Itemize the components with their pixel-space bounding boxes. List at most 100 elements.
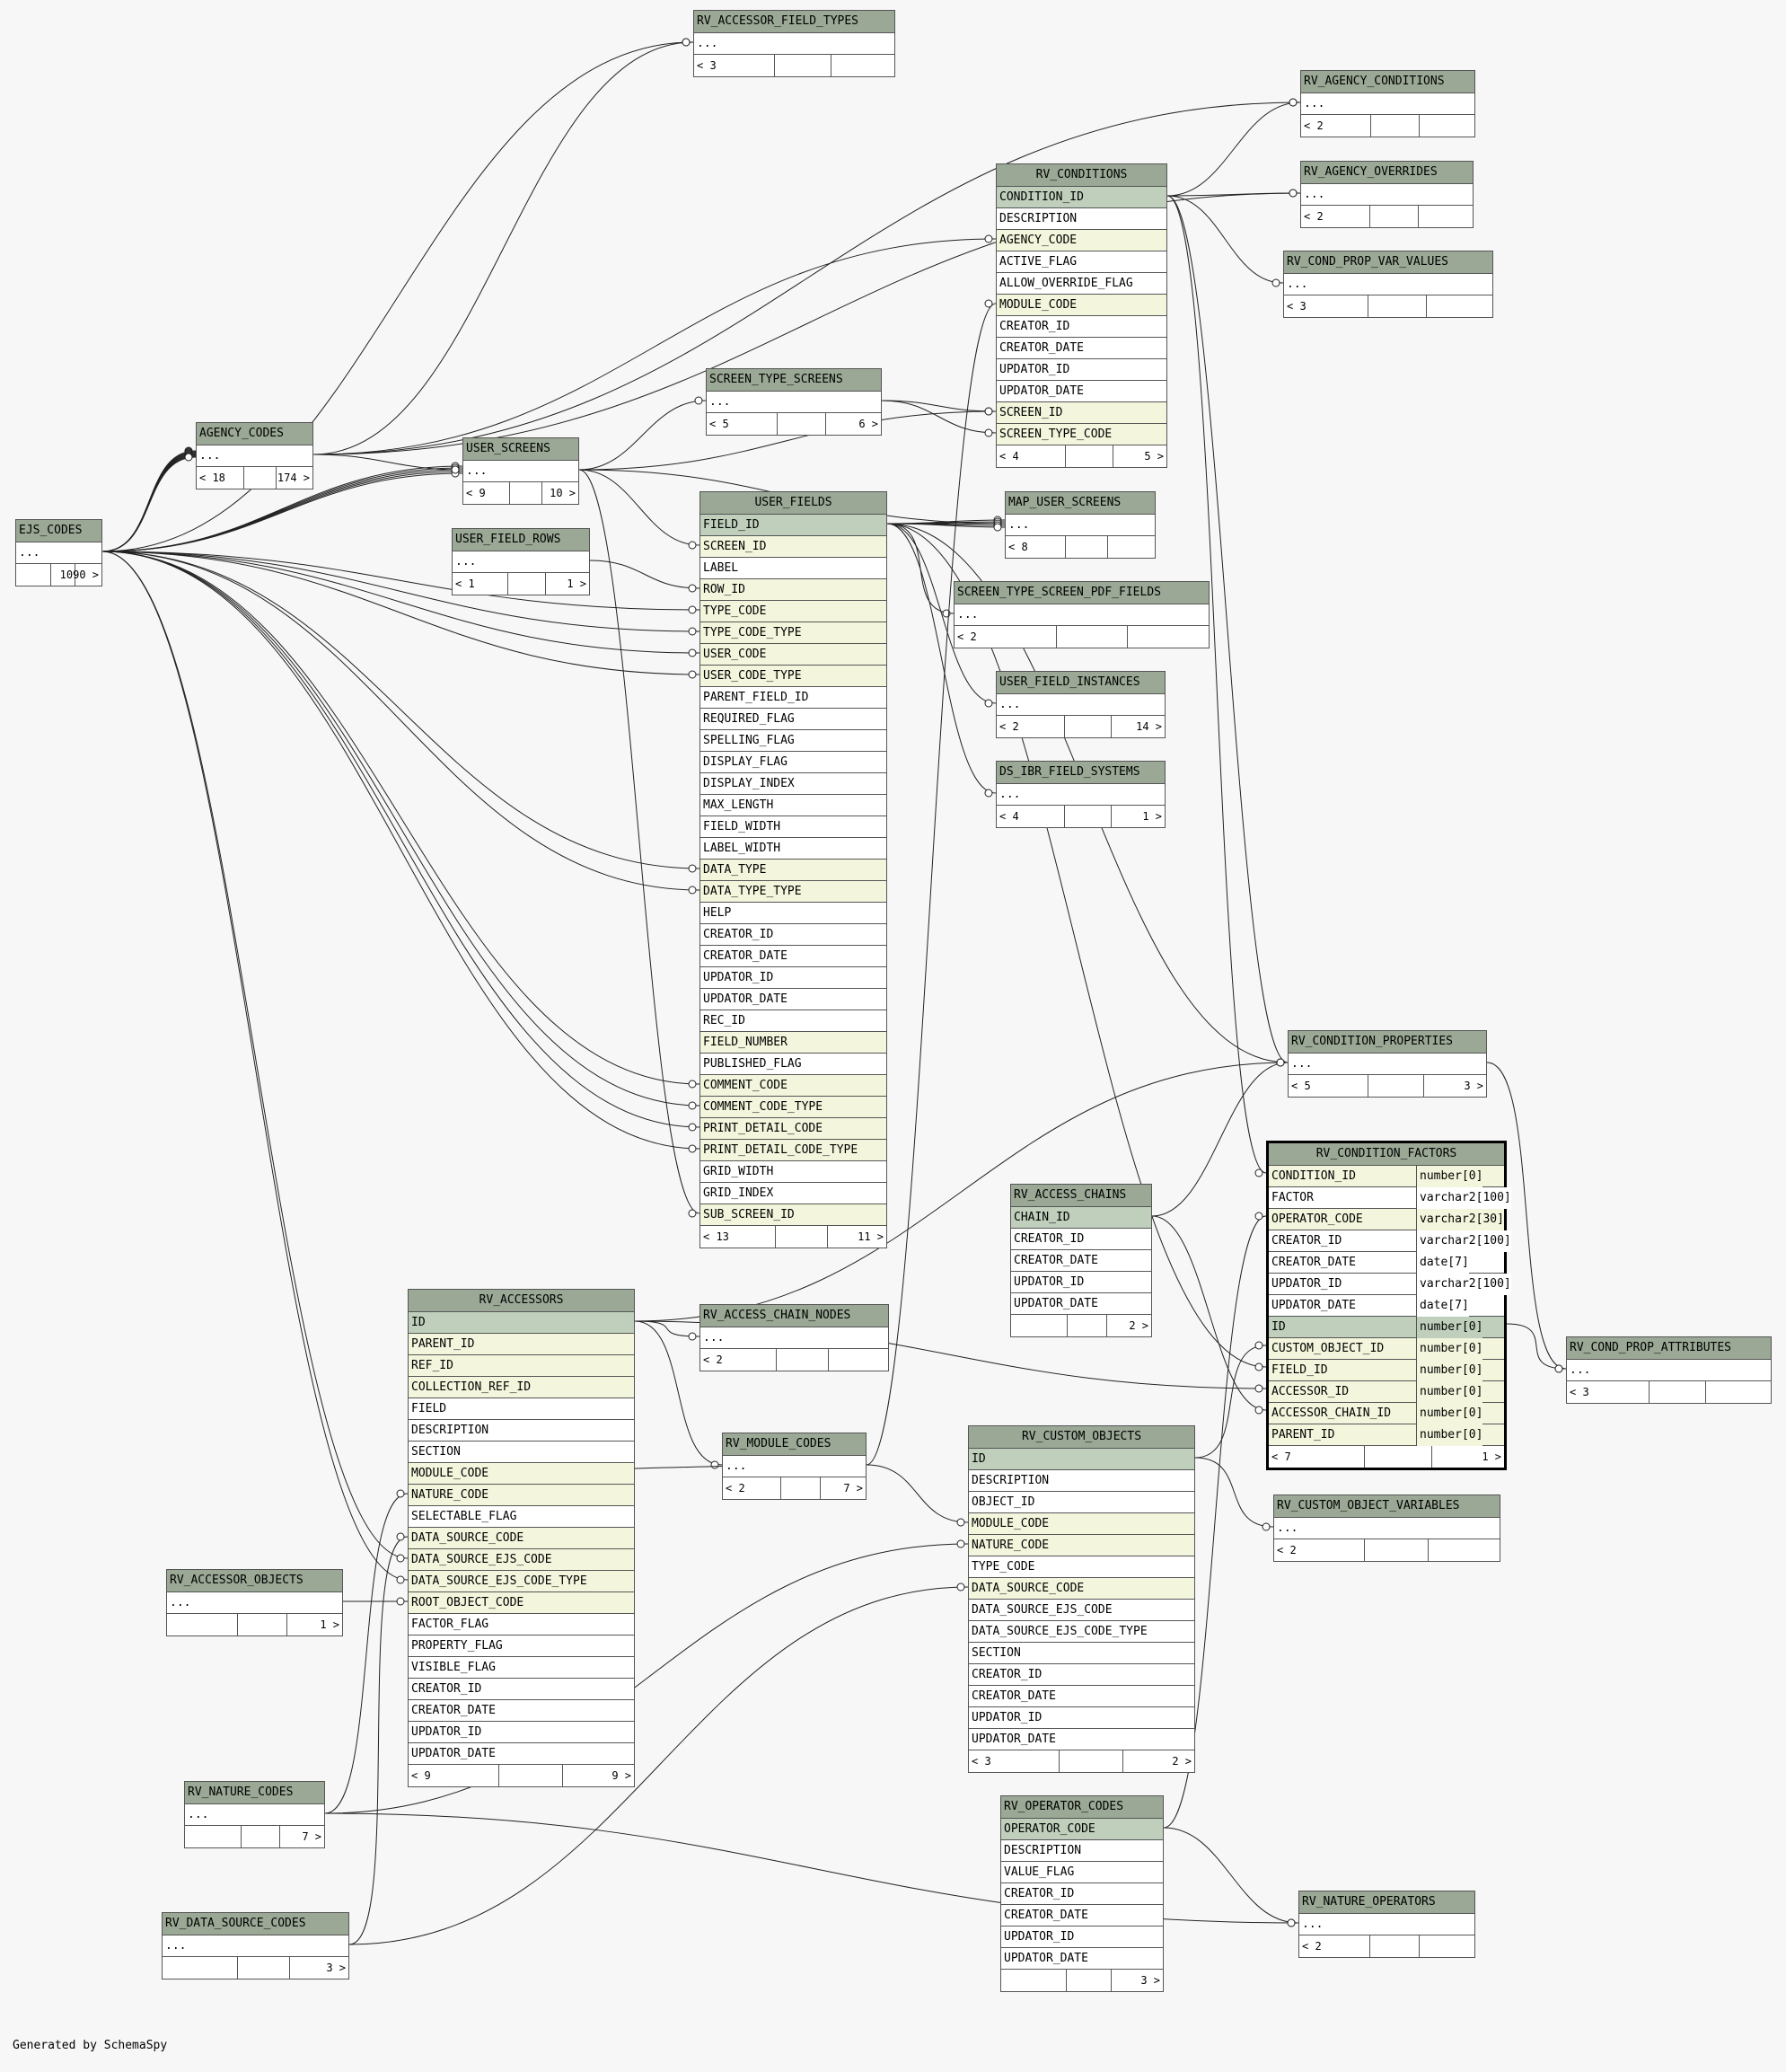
parent-count[interactable]: < 2 [726, 1482, 745, 1494]
parent-count[interactable]: < 7 [1271, 1450, 1291, 1463]
column-row[interactable]: SPELLING_FLAG [700, 730, 886, 752]
parent-count[interactable]: < 5 [1291, 1080, 1311, 1092]
collapsed-columns[interactable]: ... [1274, 1518, 1500, 1539]
column-row[interactable]: DESCRIPTION [997, 208, 1166, 230]
table-name[interactable]: RV_ACCESS_CHAIN_NODES [700, 1305, 888, 1327]
table-rv-nature-codes[interactable]: RV_NATURE_CODES...7 > [184, 1781, 325, 1848]
column-row[interactable]: SCREEN_ID [700, 536, 886, 558]
collapsed-columns[interactable]: ... [1289, 1054, 1486, 1075]
column-row[interactable]: SECTION [969, 1643, 1194, 1664]
table-rv-agency-conditions[interactable]: RV_AGENCY_CONDITIONS...< 2 [1300, 70, 1475, 137]
column-row[interactable]: DESCRIPTION [969, 1470, 1194, 1492]
column-row[interactable]: CREATOR_ID [700, 924, 886, 946]
parent-count[interactable]: < 1 [455, 578, 475, 590]
column-row[interactable]: PARENT_FIELD_ID [700, 687, 886, 709]
table-name[interactable]: RV_ACCESSORS [409, 1290, 634, 1312]
table-name[interactable]: RV_OPERATOR_CODES [1001, 1796, 1163, 1819]
parent-count[interactable]: < 2 [999, 720, 1019, 733]
table-name[interactable]: RV_MODULE_CODES [723, 1433, 866, 1456]
table-name[interactable]: USER_FIELD_INSTANCES [997, 672, 1165, 694]
table-name[interactable]: RV_AGENCY_OVERRIDES [1301, 162, 1473, 184]
parent-count[interactable]: < 3 [1570, 1386, 1589, 1398]
collapsed-columns[interactable]: ... [16, 542, 101, 564]
collapsed-columns[interactable]: ... [723, 1456, 866, 1477]
table-rv-accessor-field-types[interactable]: RV_ACCESSOR_FIELD_TYPES...< 3 [693, 10, 895, 77]
column-row[interactable]: UPDATOR_DATE [1001, 1948, 1163, 1970]
column-row[interactable]: USER_CODE [700, 644, 886, 666]
collapsed-columns[interactable]: ... [700, 1327, 888, 1349]
collapsed-columns[interactable]: ... [1301, 93, 1474, 115]
column-row[interactable]: CREATOR_DATE [409, 1700, 634, 1722]
parent-count[interactable]: < 2 [1302, 1940, 1322, 1953]
collapsed-columns[interactable]: ... [453, 551, 589, 573]
child-count[interactable]: 1090 > [59, 569, 99, 581]
column-row[interactable]: NATURE_CODE [409, 1485, 634, 1506]
column-row[interactable]: CREATOR_ID [409, 1679, 634, 1700]
table-name[interactable]: SCREEN_TYPE_SCREENS [707, 369, 881, 392]
table-ejs-codes[interactable]: EJS_CODES...1090 > [15, 519, 102, 586]
child-count[interactable]: 3 > [326, 1962, 346, 1974]
child-count[interactable]: 7 > [843, 1482, 863, 1494]
column-row[interactable]: PARENT_ID [409, 1334, 634, 1355]
child-count[interactable]: 5 > [1144, 450, 1164, 463]
column-row[interactable]: UPDATOR_ID [969, 1707, 1194, 1729]
column-row[interactable]: DATA_SOURCE_CODE [969, 1578, 1194, 1600]
collapsed-columns[interactable]: ... [163, 1935, 348, 1957]
column-row[interactable]: PRINT_DETAIL_CODE_TYPE [700, 1140, 886, 1161]
column-row[interactable]: DISPLAY_INDEX [700, 773, 886, 795]
parent-count[interactable]: < 3 [697, 59, 717, 72]
column-row[interactable]: LABEL [700, 558, 886, 579]
parent-count[interactable]: < 2 [1277, 1544, 1297, 1556]
child-count[interactable]: 10 > [550, 487, 576, 499]
child-count[interactable]: 1 > [1482, 1450, 1501, 1463]
column-row[interactable]: SCREEN_TYPE_CODE [997, 424, 1166, 445]
table-rv-nature-operators[interactable]: RV_NATURE_OPERATORS...< 2 [1298, 1891, 1475, 1958]
collapsed-columns[interactable]: ... [1301, 184, 1473, 206]
column-row[interactable]: DATA_TYPE [700, 860, 886, 881]
table-name[interactable]: DS_IBR_FIELD_SYSTEMS [997, 762, 1165, 784]
collapsed-columns[interactable]: ... [185, 1804, 324, 1826]
parent-count[interactable]: < 18 [199, 472, 225, 484]
column-row[interactable]: SECTION [409, 1442, 634, 1463]
parent-count[interactable]: < 2 [957, 630, 977, 643]
column-row[interactable]: GRID_INDEX [700, 1183, 886, 1204]
table-name[interactable]: RV_ACCESSOR_OBJECTS [167, 1570, 342, 1592]
column-row[interactable]: DATA_SOURCE_EJS_CODE_TYPE [409, 1571, 634, 1592]
parent-count[interactable]: < 9 [466, 487, 486, 499]
child-count[interactable]: 11 > [858, 1230, 884, 1243]
table-name[interactable]: RV_CUSTOM_OBJECT_VARIABLES [1274, 1495, 1500, 1518]
column-row[interactable]: CREATOR_DATE [700, 946, 886, 967]
parent-count[interactable]: < 4 [999, 810, 1019, 823]
table-map-user-screens[interactable]: MAP_USER_SCREENS...< 8 [1005, 491, 1156, 559]
table-rv-module-codes[interactable]: RV_MODULE_CODES... < 2 7 > [722, 1433, 867, 1500]
collapsed-columns[interactable]: ... [707, 392, 881, 413]
table-name[interactable]: USER_SCREENS [463, 438, 578, 461]
table-name[interactable]: SCREEN_TYPE_SCREEN_PDF_FIELDS [955, 582, 1209, 604]
table-name[interactable]: RV_CUSTOM_OBJECTS [969, 1426, 1194, 1449]
column-row[interactable]: CHAIN_ID [1011, 1207, 1151, 1229]
child-count[interactable]: 14 > [1136, 720, 1162, 733]
column-row[interactable]: DESCRIPTION [1001, 1840, 1163, 1862]
table-rv-agency-overrides[interactable]: RV_AGENCY_OVERRIDES...< 2 [1300, 161, 1474, 228]
column-row[interactable]: SELECTABLE_FLAG [409, 1506, 634, 1528]
parent-count[interactable]: < 5 [709, 418, 729, 430]
table-name[interactable]: RV_CONDITION_PROPERTIES [1289, 1031, 1486, 1054]
column-row[interactable]: UPDATOR_DATE [700, 989, 886, 1010]
child-count[interactable]: 9 > [611, 1769, 631, 1782]
column-row[interactable]: USER_CODE_TYPE [700, 666, 886, 687]
column-row[interactable]: SCREEN_ID [997, 402, 1166, 424]
column-row[interactable]: CONDITION_ID [997, 187, 1166, 208]
table-rv-accessor-objects[interactable]: RV_ACCESSOR_OBJECTS...1 > [166, 1569, 343, 1636]
table-name[interactable]: USER_FIELD_ROWS [453, 529, 589, 551]
